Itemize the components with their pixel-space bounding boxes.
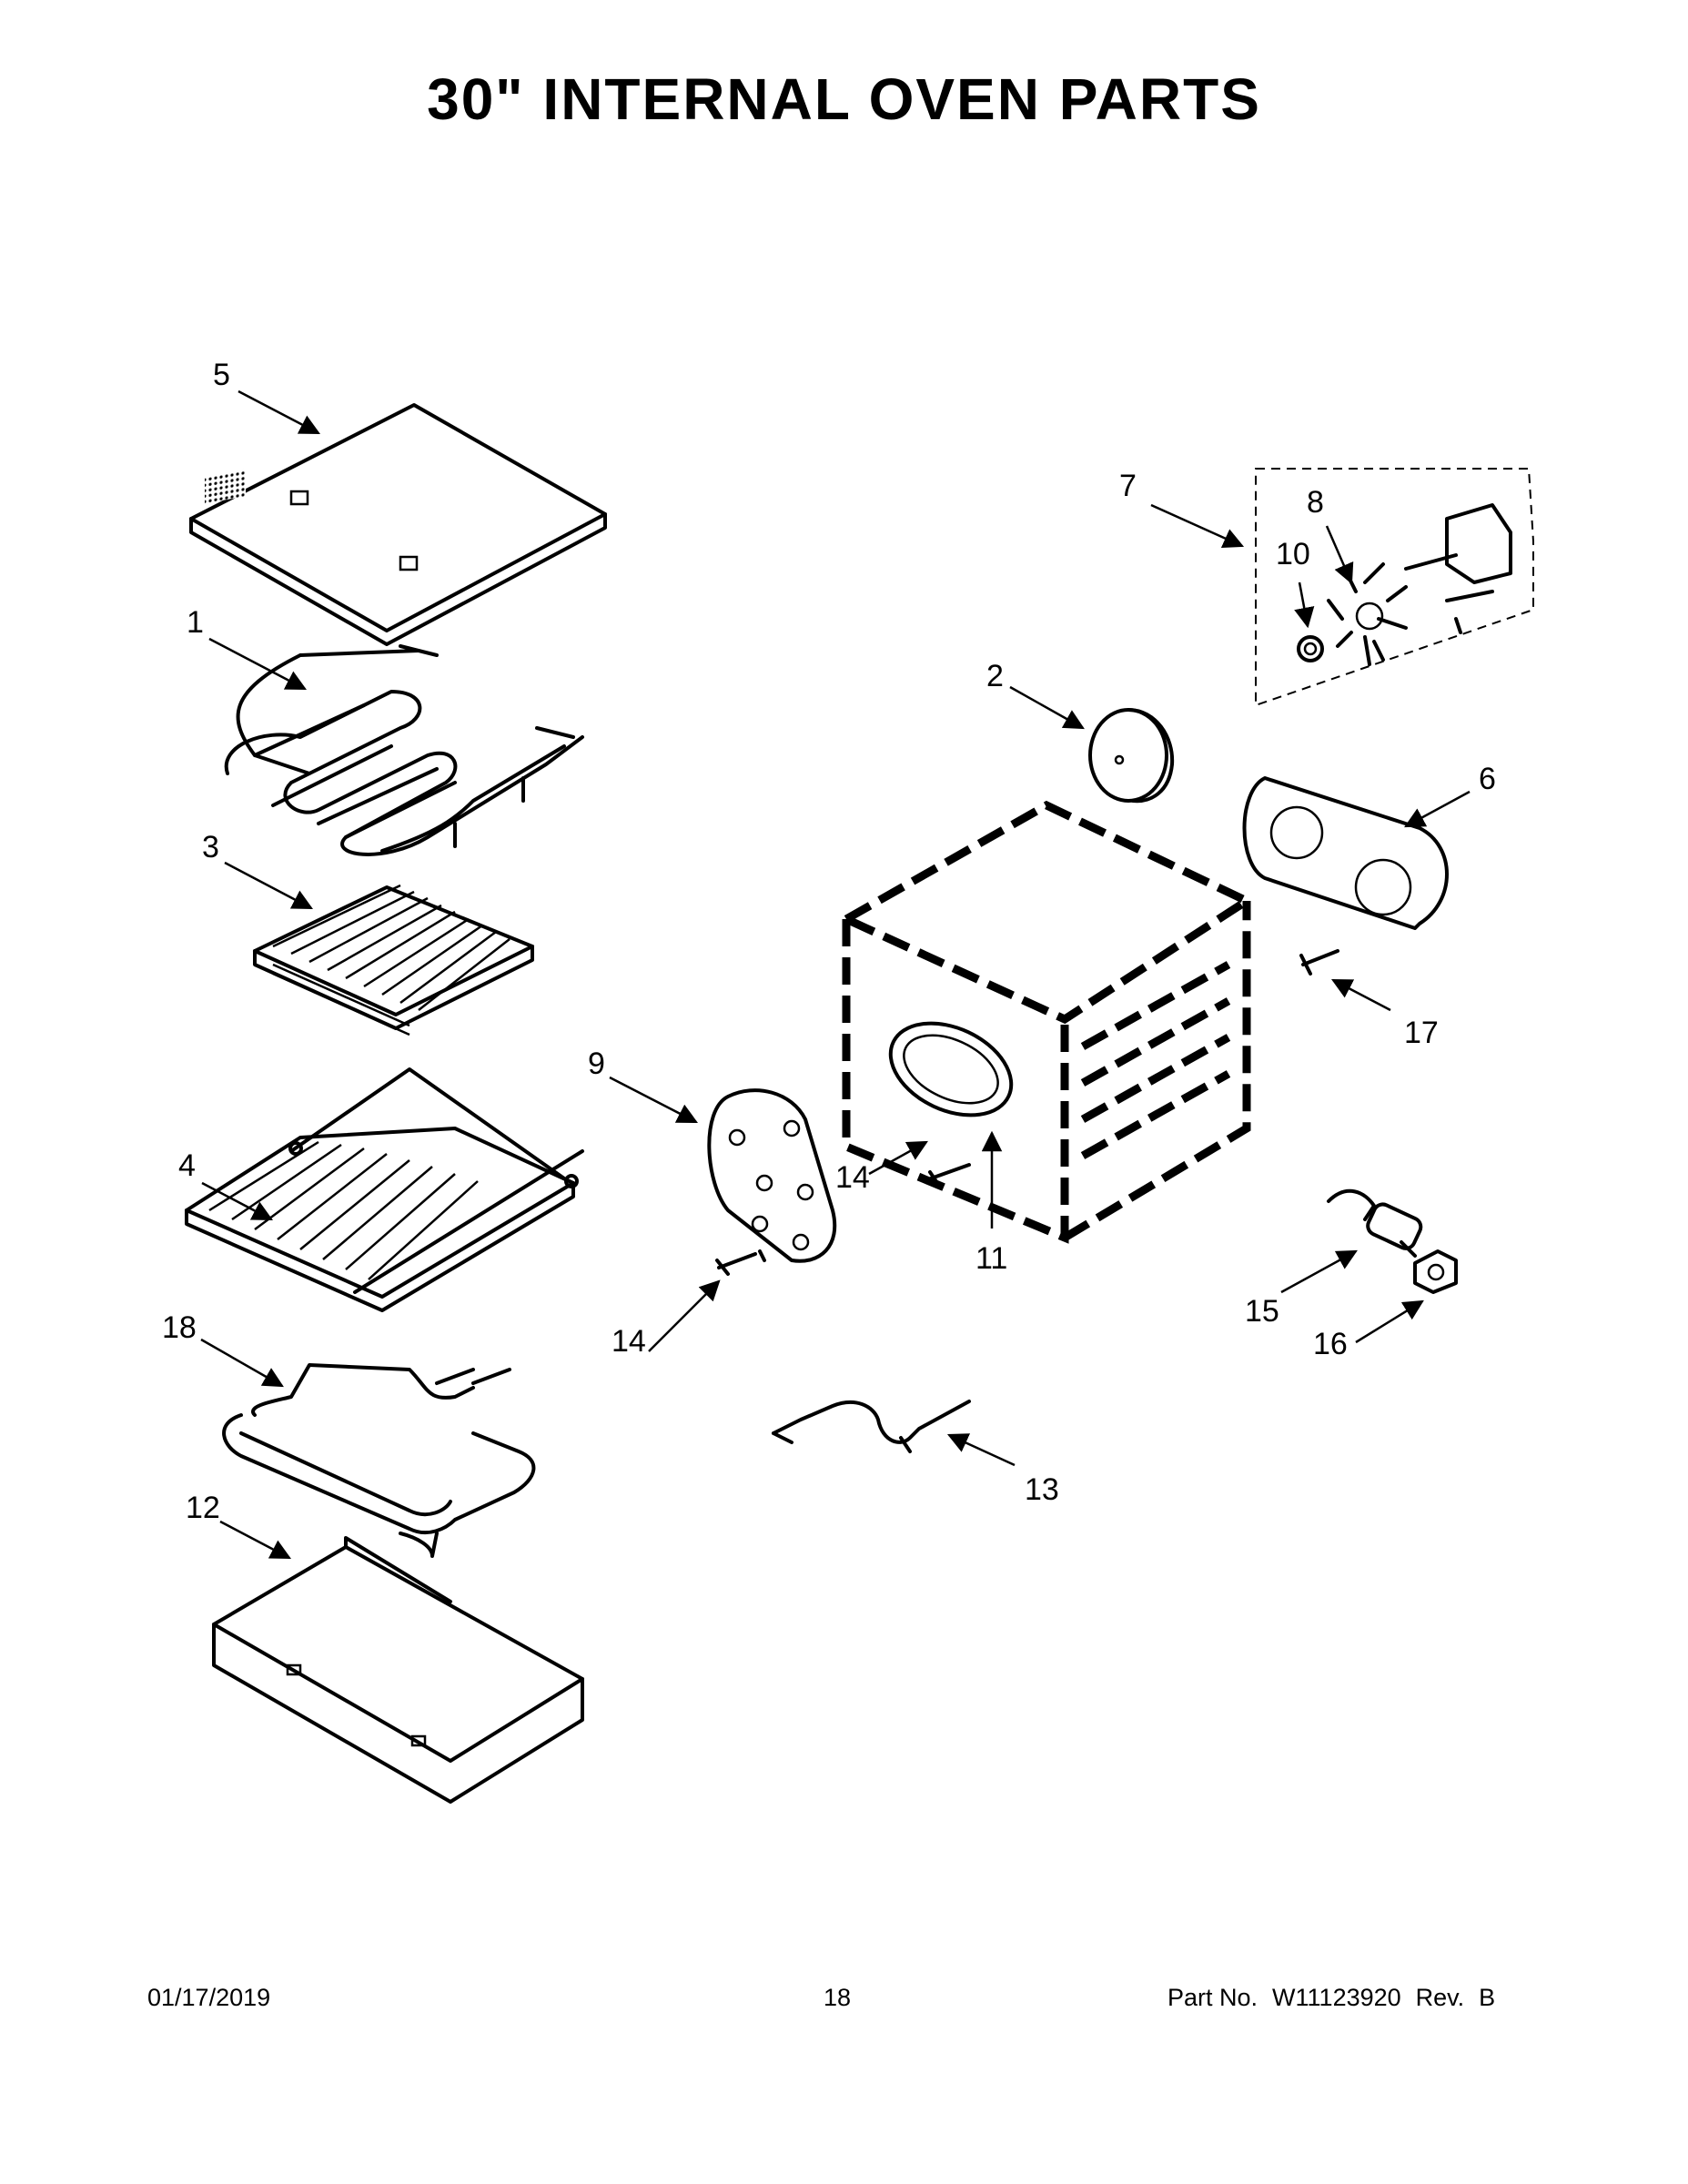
callout-8: 8	[1307, 485, 1324, 520]
part-number-label: Part No.	[1167, 1984, 1258, 2011]
light-lens-part	[1413, 1249, 1458, 1294]
top-panel-part	[189, 403, 607, 646]
roller-rack-part	[185, 1067, 584, 1312]
footer-part-number: Part No. W11123920 Rev. B	[1167, 1984, 1510, 2012]
screw-part-lower	[715, 1249, 766, 1276]
oven-cavity-part	[837, 800, 1256, 1244]
bottom-tray-part	[212, 1536, 584, 1804]
callout-7: 7	[1119, 469, 1137, 503]
fan-cover-disc-part	[1088, 708, 1175, 804]
callout-6: 6	[1479, 762, 1496, 796]
callout-18: 18	[162, 1310, 197, 1345]
fan-housing-part	[1242, 776, 1449, 930]
callout-17: 17	[1404, 1016, 1439, 1050]
callout-15: 15	[1245, 1294, 1279, 1329]
rear-cover-plate-part	[707, 1088, 837, 1263]
callout-2: 2	[986, 659, 1004, 693]
screw-part-17	[1299, 949, 1339, 976]
callout-11: 11	[975, 1241, 1007, 1276]
callout-14-upper: 14	[835, 1160, 870, 1195]
broil-element-part	[224, 644, 584, 856]
callout-9: 9	[588, 1046, 605, 1081]
callout-leaders	[200, 389, 1471, 1560]
callout-3: 3	[202, 830, 219, 864]
callout-5: 5	[213, 358, 230, 392]
bake-element-part	[222, 1363, 536, 1558]
footer-page-number: 18	[824, 1984, 852, 2011]
callout-14-lower: 14	[612, 1324, 646, 1359]
callout-1: 1	[187, 605, 204, 640]
callout-12: 12	[186, 1491, 220, 1525]
callout-4: 4	[178, 1148, 196, 1183]
revision-value: B	[1479, 1984, 1496, 2011]
callout-10: 10	[1276, 537, 1310, 571]
callout-16: 16	[1313, 1327, 1348, 1361]
light-socket-part	[1327, 1188, 1423, 1258]
meat-probe-part	[772, 1400, 971, 1453]
revision-label: Rev.	[1415, 1984, 1465, 2011]
page-title: 30" INTERNAL OVEN PARTS	[427, 66, 1261, 132]
part-number-value: W11123920	[1272, 1984, 1401, 2011]
callout-13: 13	[1025, 1472, 1059, 1507]
footer-date: 01/17/2019	[147, 1984, 271, 2011]
oven-rack-part	[253, 884, 534, 1036]
convection-motor-assembly	[1255, 468, 1534, 707]
